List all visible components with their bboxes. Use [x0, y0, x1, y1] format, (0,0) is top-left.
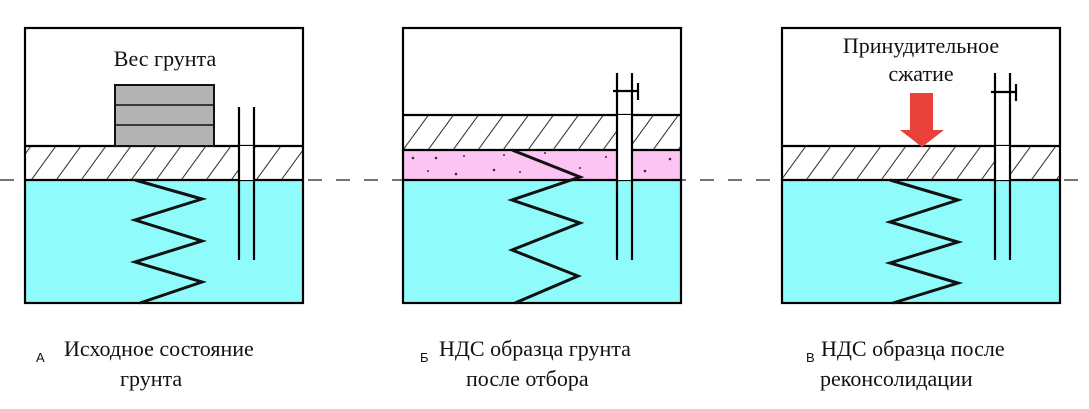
panel-a-initial-state: Вес грунта	[23, 26, 305, 305]
soil-layer-hatched	[25, 146, 303, 180]
panel-b-after-sampling	[401, 26, 683, 305]
compression-arrow-icon	[900, 93, 944, 147]
panel-a-caption-line2: грунта	[120, 366, 182, 391]
panel-c-letter: В	[806, 350, 815, 365]
forced-compression-label-line1: Принудительное	[843, 33, 999, 58]
pipe-interior	[996, 146, 1010, 180]
disturbed-soil-layer	[403, 150, 681, 180]
panel-c-caption-line2: реконсолидации	[820, 366, 973, 391]
spring-icon	[507, 148, 585, 305]
panel-c-caption-line1: НДС образца после	[821, 336, 1005, 361]
pipe-interior	[618, 115, 632, 180]
piezometer-pipe-with-valve	[613, 73, 640, 260]
soil-weight-block	[114, 84, 215, 147]
water-saturated-soil	[782, 180, 1060, 303]
disturbed-soil-dots	[411, 152, 672, 176]
piezometer-pipe-with-valve	[991, 73, 1018, 260]
panel-a-letter: А	[36, 350, 45, 365]
panel-b-caption-line1: НДС образца грунта	[439, 336, 631, 361]
pipe-interior	[240, 146, 254, 180]
soil-layer-hatched	[403, 115, 681, 150]
spring-icon	[884, 178, 964, 305]
water-saturated-soil	[403, 180, 681, 303]
panel-b-letter: Б	[420, 350, 429, 365]
panel-a-caption-line1: Исходное состояние	[64, 336, 254, 361]
panel-c-after-reconsolidation: Принудительное сжатие	[780, 26, 1062, 305]
forced-compression-label-line2: сжатие	[888, 61, 953, 86]
soil-layer-hatched	[782, 146, 1060, 180]
piezometer-pipe	[237, 107, 256, 260]
panel-b-caption-line2: после отбора	[466, 366, 589, 391]
soil-weight-label: Вес грунта	[114, 46, 217, 71]
water-saturated-soil	[25, 180, 303, 303]
spring-icon	[129, 178, 208, 305]
